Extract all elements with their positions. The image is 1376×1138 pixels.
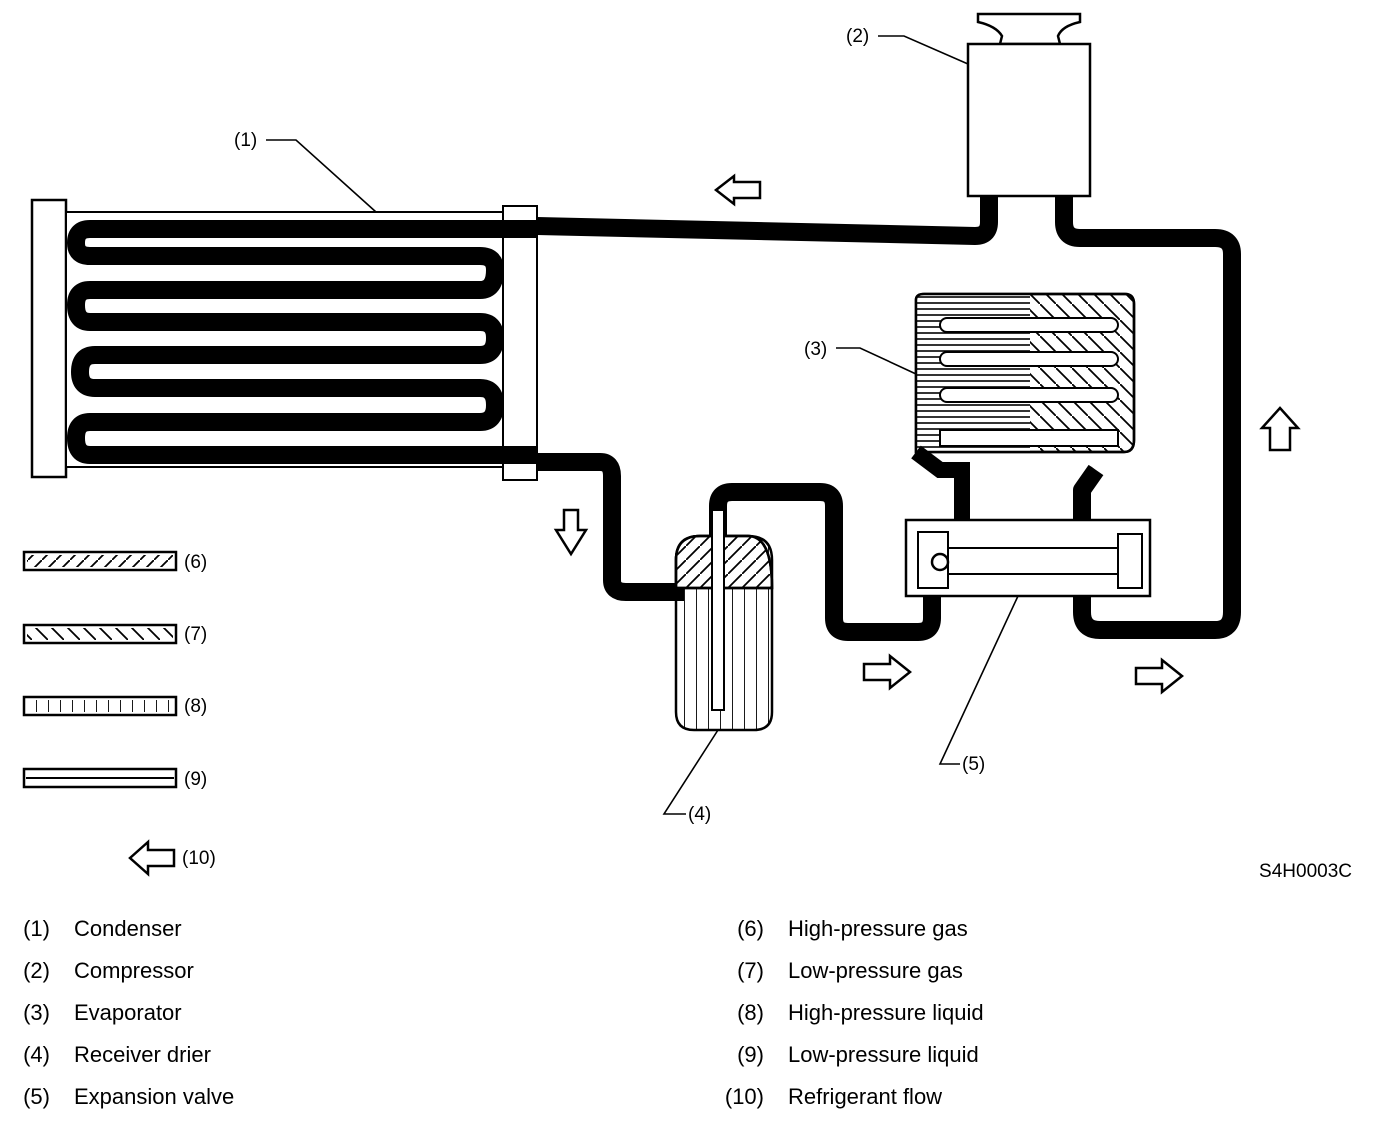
legend-label: Evaporator: [74, 1000, 182, 1025]
figure-code: S4H0003C: [1259, 861, 1352, 882]
callout-high-pressure-liquid: (8): [184, 696, 207, 717]
callout-low-pressure-gas: (7): [184, 624, 207, 645]
legend-number: (5): [23, 1084, 50, 1109]
legend-item: (6) High-pressure gas: [714, 916, 968, 942]
pipe-low-pressure-gas: [1055, 196, 1241, 639]
legend-number: (8): [737, 1000, 764, 1025]
legend-number: (6): [737, 916, 764, 941]
legend-number: (1): [23, 916, 50, 941]
pipe-high-pressure-liquid: [537, 453, 941, 641]
legend-label: Condenser: [74, 916, 182, 941]
evaporator: [911, 292, 1136, 540]
legend-label: Low-pressure liquid: [788, 1042, 979, 1067]
swatch-high-pressure-liquid: [22, 695, 178, 717]
swatch-refrigerant-flow: [128, 839, 176, 877]
receiver-drier: [674, 509, 774, 732]
legend-item: (7) Low-pressure gas: [714, 958, 963, 984]
flow-arrow: [862, 653, 913, 691]
refrigeration-cycle-diagram: (1) (2) (3) (4) (5) (6) (7) (8) (9) (10)…: [22, 12, 1352, 882]
leader-lines: [266, 35, 1019, 815]
legend-item: (9) Low-pressure liquid: [714, 1042, 979, 1068]
legend-number: (7): [737, 958, 764, 983]
callout-refrigerant-flow: (10): [182, 848, 216, 869]
legend-label: Refrigerant flow: [788, 1084, 943, 1109]
legend-item: (8) High-pressure liquid: [714, 1000, 984, 1026]
legend-item: (4) Receiver drier: [14, 1042, 211, 1068]
legend-label: High-pressure gas: [788, 916, 968, 941]
condenser: [30, 198, 538, 481]
expansion-valve: [904, 518, 1152, 598]
legend-item: (2) Compressor: [14, 958, 194, 984]
legend-number: (3): [23, 1000, 50, 1025]
flow-arrow: [1134, 657, 1185, 695]
callout-compressor: (2): [846, 26, 869, 47]
legend-number: (10): [724, 1084, 764, 1109]
legend-number: (9): [737, 1042, 764, 1067]
legend-label: Compressor: [74, 958, 194, 983]
legend-label: Receiver drier: [74, 1042, 211, 1067]
legend-item: (1) Condenser: [14, 916, 182, 942]
legend-item: (5) Expansion valve: [14, 1084, 234, 1110]
pipe-high-pressure-gas: [536, 196, 998, 245]
legend-item: (10) Refrigerant flow: [714, 1084, 942, 1110]
legend-item: (3) Evaporator: [14, 1000, 182, 1026]
legend-label: Expansion valve: [74, 1084, 235, 1109]
callout-high-pressure-gas: (6): [184, 552, 207, 573]
callout-evaporator: (3): [804, 339, 827, 360]
legend-number: (2): [23, 958, 50, 983]
flow-arrow: [1259, 406, 1301, 452]
compressor: [966, 12, 1092, 198]
flow-arrow: [553, 508, 589, 557]
swatch-low-pressure-liquid: [22, 767, 178, 789]
swatch-high-pressure-gas: [22, 550, 178, 572]
legend-number: (4): [23, 1042, 50, 1067]
legend-label: High-pressure liquid: [788, 1000, 984, 1025]
callout-low-pressure-liquid: (9): [184, 769, 207, 790]
swatch-low-pressure-gas: [22, 623, 178, 645]
legend-label: Low-pressure gas: [788, 958, 963, 983]
callout-condenser: (1): [234, 130, 257, 151]
callout-expansion-valve: (5): [962, 754, 985, 775]
flow-arrow: [713, 173, 762, 207]
callout-receiver-drier: (4): [688, 804, 711, 825]
